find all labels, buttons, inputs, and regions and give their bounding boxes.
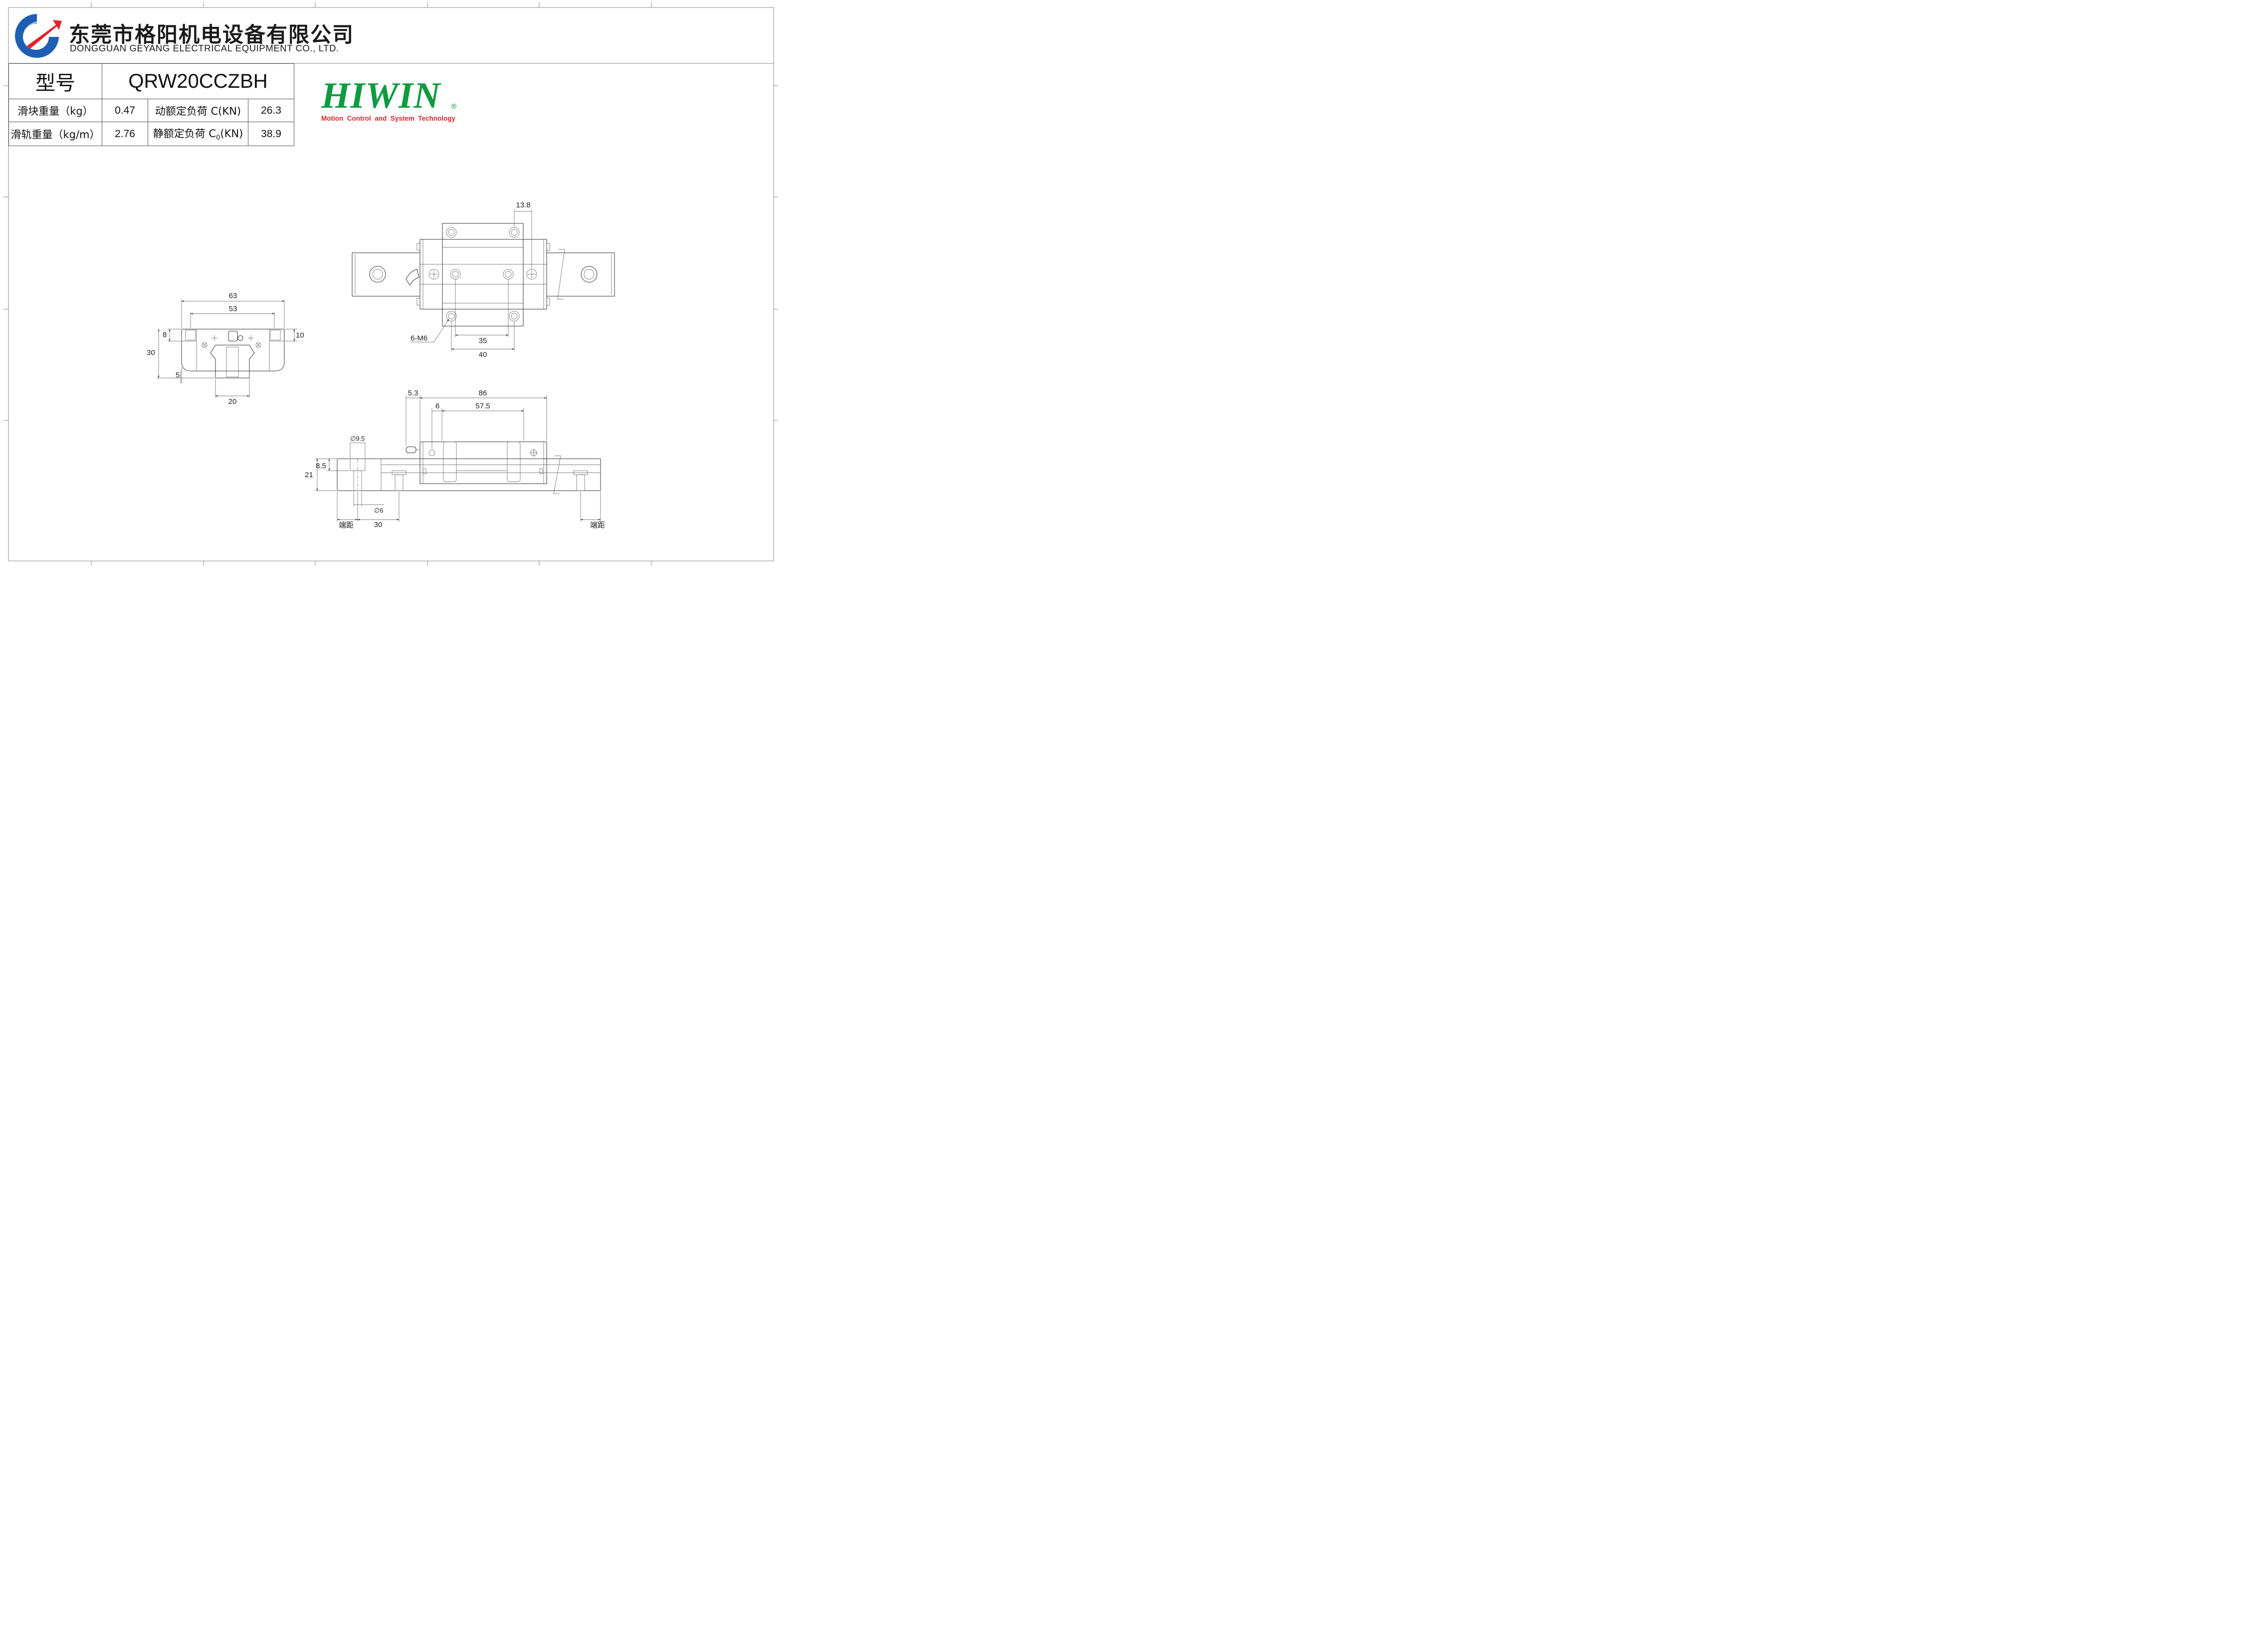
dim-6: 6 — [435, 402, 439, 410]
sheet-frame — [3, 2, 778, 565]
end-distance-left: 端距 — [339, 521, 354, 530]
slider-weight-label: 滑块重量（kg） — [8, 99, 102, 122]
dim-dia-6: ∅6 — [374, 507, 384, 514]
top-view: 13.8 6-M6 35 40 — [352, 201, 615, 359]
spec-table: 型号 QRW20CCZBH 滑块重量（kg） 0.47 动额定负荷 C(KN) … — [8, 63, 294, 146]
dim-86: 86 — [479, 389, 487, 397]
technical-drawing: 63 53 8 10 30 5 20 — [147, 201, 615, 530]
registered-mark: ® — [450, 103, 457, 111]
dynamic-load-value: 26.3 — [248, 99, 294, 122]
dim-63: 63 — [229, 292, 237, 300]
company-name-cn: 东莞市格阳机电设备有限公司 — [69, 22, 355, 47]
dim-40: 40 — [479, 351, 487, 359]
dim-13-8: 13.8 — [516, 201, 530, 209]
dim-10: 10 — [296, 331, 304, 340]
dim-8: 8 — [163, 331, 167, 339]
dynamic-load-label: 动额定负荷 C(KN) — [148, 99, 248, 122]
static-load-label: 静额定负荷 C0(KN) — [148, 122, 248, 146]
dim-5: 5 — [176, 371, 180, 379]
brand-logo: HIWIN — [321, 75, 441, 116]
slider-weight-value: 0.47 — [102, 99, 148, 122]
dim-53: 53 — [229, 305, 237, 313]
front-view: 63 53 8 10 30 5 20 — [147, 292, 304, 406]
static-load-value: 38.9 — [248, 122, 294, 146]
rail-weight-value: 2.76 — [102, 122, 148, 146]
dim-30: 30 — [147, 349, 155, 357]
dim-57-5: 57.5 — [475, 402, 490, 410]
dim-21: 21 — [305, 471, 313, 479]
dim-dia-9-5: ∅9.5 — [350, 435, 365, 442]
dim-30-pitch: 30 — [374, 521, 383, 529]
model-value: QRW20CCZBH — [102, 63, 294, 99]
static-load-subscript: 0 — [216, 134, 220, 142]
company-logo-icon — [15, 14, 62, 58]
model-label: 型号 — [8, 63, 102, 99]
static-load-unit: (KN) — [220, 128, 243, 140]
dim-8-5: 8.5 — [316, 462, 326, 470]
static-load-label-text: 静额定负荷 C — [153, 128, 216, 140]
company-name-en: DONGGUAN GEYANG ELECTRICAL EQUIPMENT CO.… — [70, 43, 339, 53]
side-view: 5.3 86 6 57.5 ∅9.5 8.5 21 ∅6 端距 30 端距 — [305, 389, 605, 530]
dim-20: 20 — [228, 397, 237, 406]
end-distance-right: 端距 — [590, 521, 605, 530]
rail-weight-label: 滑轨重量（kg/m） — [8, 122, 102, 146]
brand-tagline: Motion Control and System Technology — [321, 115, 456, 122]
screw-label: 6-M6 — [411, 334, 427, 343]
dim-5-3: 5.3 — [408, 389, 418, 397]
dim-35: 35 — [479, 337, 487, 345]
drawing-sheet: 东莞市格阳机电设备有限公司 DONGGUAN GEYANG ELECTRICAL… — [0, 0, 782, 568]
